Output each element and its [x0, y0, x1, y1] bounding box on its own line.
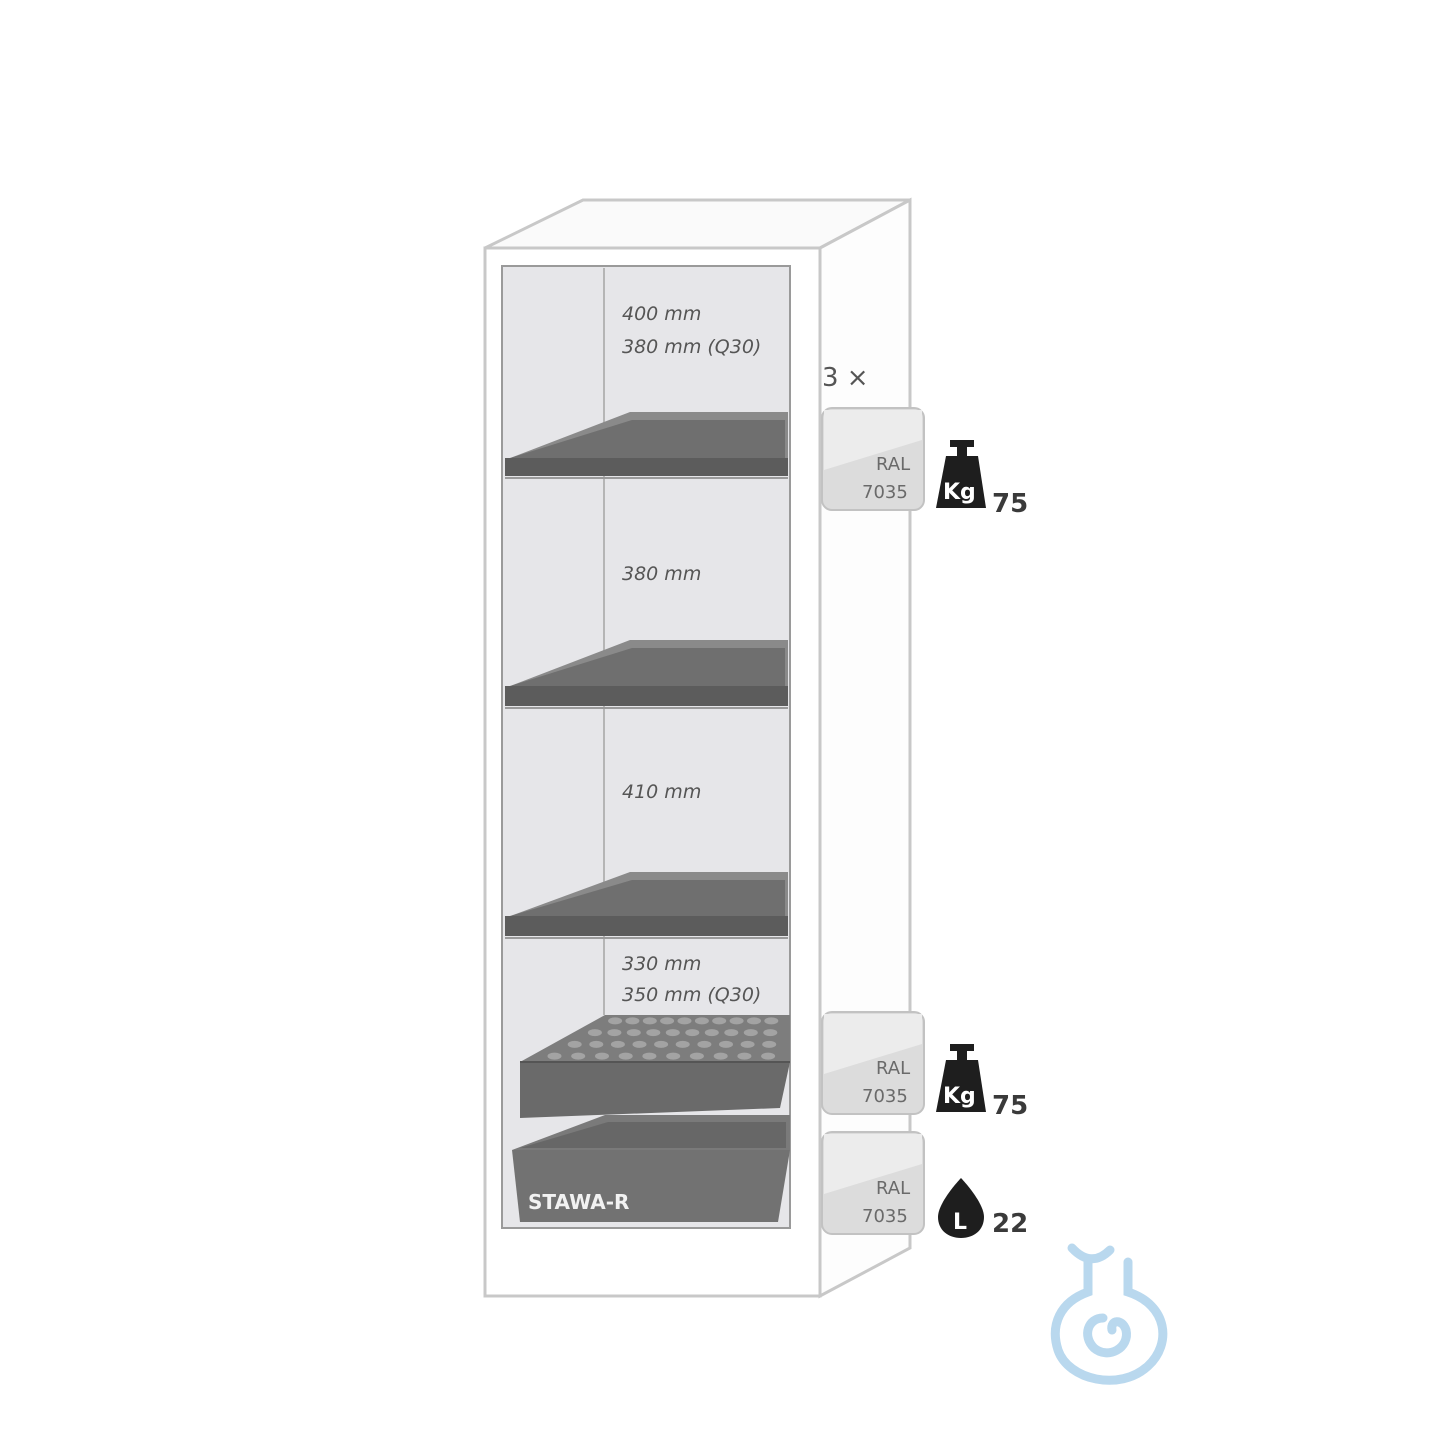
ral-swatch-1-line-2: 7035: [862, 482, 908, 503]
perforation-hole: [713, 1052, 728, 1060]
perforation-hole: [618, 1052, 633, 1060]
perforation-hole: [571, 1052, 586, 1060]
perforation-hole: [729, 1017, 744, 1025]
load-rating-1-value: 75: [992, 489, 1028, 519]
perforation-hole: [694, 1017, 709, 1025]
liquid-drop-icon: L: [938, 1178, 984, 1238]
perforation-hole: [685, 1029, 700, 1037]
shelf-multiplier: 3 ×: [822, 363, 869, 393]
load-rating-2-value: 75: [992, 1091, 1028, 1121]
perforation-hole: [675, 1040, 690, 1048]
compartment-1-dimensions: 400 mm 380 mm (Q30): [622, 303, 761, 358]
perforation-hole: [743, 1029, 758, 1037]
perforation-hole: [764, 1017, 779, 1025]
ral-swatch-3-line-2: 7035: [862, 1206, 908, 1227]
perforation-hole: [608, 1017, 623, 1025]
flask-logo: [1050, 1243, 1168, 1385]
perforation-hole: [665, 1029, 680, 1037]
perforation-hole: [589, 1040, 604, 1048]
perforation-hole: [724, 1029, 739, 1037]
perforation-hole: [762, 1040, 777, 1048]
compartment-4-line-1: 330 mm: [622, 953, 701, 975]
perforation-hole: [689, 1052, 704, 1060]
ral-swatch-3: RAL 7035: [821, 1131, 925, 1235]
ral-swatch-2-line-2: 7035: [862, 1086, 908, 1107]
perforation-hole: [712, 1017, 727, 1025]
weight-kg-icon: Kg: [936, 440, 986, 508]
ral-swatch-1: RAL 7035: [821, 407, 925, 511]
perforation-hole: [642, 1052, 657, 1060]
drop-icon-letter: L: [953, 1210, 967, 1235]
perforation-hole: [632, 1040, 647, 1048]
compartment-4-line-2: 350 mm (Q30): [622, 984, 761, 1006]
perforated-insert: [520, 1015, 790, 1118]
perforation-hole: [747, 1017, 761, 1025]
weight-icon-2-letter: Kg: [943, 1084, 976, 1109]
compartment-4-dimensions: 330 mm 350 mm (Q30): [622, 953, 761, 1006]
shelf-1: [505, 412, 788, 479]
perforation-hole: [763, 1029, 778, 1037]
perforation-hole: [704, 1029, 719, 1037]
shelf-3: [505, 872, 788, 939]
compartment-1-line-1: 400 mm: [622, 303, 701, 325]
perforation-hole: [595, 1052, 609, 1060]
perforation-hole: [697, 1040, 712, 1048]
perforation-hole: [646, 1029, 661, 1037]
perforation-hole: [587, 1029, 602, 1037]
ral-swatch-2: RAL 7035: [821, 1011, 925, 1115]
perforation-hole: [677, 1017, 692, 1025]
compartment-3-dimensions: 410 mm: [622, 781, 701, 803]
perforation-hole: [740, 1040, 755, 1048]
load-rating-3-value: 22: [992, 1209, 1028, 1239]
perforation-hole: [654, 1040, 669, 1048]
perforation-hole: [642, 1017, 657, 1025]
shelf-2: [505, 640, 788, 709]
weight-kg-icon: Kg: [936, 1044, 986, 1112]
ral-swatch-3-line-1: RAL: [876, 1178, 910, 1199]
perforation-hole: [610, 1040, 625, 1048]
perforation-hole: [607, 1029, 622, 1037]
compartment-2-line-1: 380 mm: [622, 563, 701, 585]
sump-tray: STAWA-R: [512, 1115, 790, 1222]
perforation-hole: [660, 1017, 675, 1025]
perforation-hole: [737, 1052, 752, 1060]
compartment-2-dimensions: 380 mm: [622, 563, 701, 585]
compartment-1-line-2: 380 mm (Q30): [622, 336, 761, 358]
ral-swatch-2-line-1: RAL: [876, 1058, 910, 1079]
perforation-hole: [547, 1052, 562, 1060]
perforation-hole: [666, 1052, 681, 1060]
perforation-hole: [625, 1017, 640, 1025]
perforation-hole: [626, 1029, 641, 1037]
perforation-hole: [719, 1040, 733, 1048]
tray-label: STAWA-R: [528, 1190, 629, 1214]
perforation-hole: [567, 1040, 582, 1048]
perforation-hole: [761, 1052, 776, 1060]
ral-swatch-1-line-1: RAL: [876, 454, 910, 475]
compartment-3-line-1: 410 mm: [622, 781, 701, 803]
weight-icon-1-letter: Kg: [943, 480, 976, 505]
